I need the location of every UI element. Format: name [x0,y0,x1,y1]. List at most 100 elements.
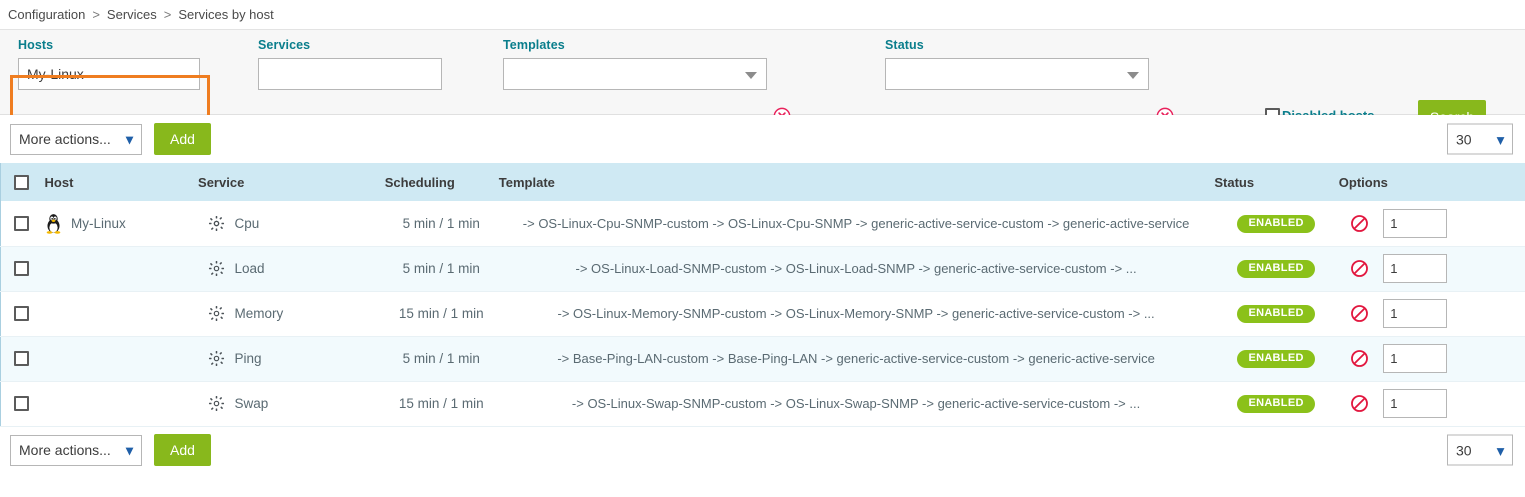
template-cell: -> OS-Linux-Load-SNMP-custom -> OS-Linux… [498,246,1214,292]
service-cell: Swap [197,381,385,427]
deny-disable-icon[interactable] [1350,214,1369,233]
page-size-value-top: 30 [1456,131,1472,147]
deny-disable-icon[interactable] [1350,394,1369,413]
more-actions-label-top: More actions... [19,131,111,147]
breadcrumb-separator: > [163,7,172,22]
page-size-select-top[interactable]: 30 ▾ [1447,123,1513,155]
row-checkbox[interactable] [14,396,29,412]
more-actions-label-bottom: More actions... [19,442,111,458]
table-row: Ping 5 min / 1 min -> Base-Ping-LAN-cust… [0,336,1525,382]
select-all-checkbox[interactable] [14,175,29,191]
row-select-cell [0,291,45,337]
hosts-input[interactable] [18,58,200,90]
add-button-bottom[interactable]: Add [154,434,211,466]
breadcrumb: Configuration > Services > Services by h… [0,0,1525,29]
breadcrumb-separator: > [92,7,100,22]
service-name[interactable]: Load [234,261,265,276]
deny-disable-icon[interactable] [1350,304,1369,323]
deny-disable-icon[interactable] [1350,259,1369,278]
host-cell [44,381,198,427]
template-chain: -> OS-Linux-Swap-SNMP-custom -> OS-Linux… [571,396,1141,411]
column-header-template[interactable]: Template [497,163,1214,201]
breadcrumb-item-services-by-host[interactable]: Services by host [178,7,274,22]
template-cell: -> OS-Linux-Cpu-SNMP-custom -> OS-Linux-… [498,201,1214,247]
service-name[interactable]: Cpu [234,215,260,231]
option-value-input[interactable] [1383,389,1448,418]
status-cell: ENABLED [1213,201,1339,247]
chevron-down-icon: ▾ [125,131,133,147]
column-header-options: Options [1337,163,1525,201]
host-cell [44,246,198,292]
scheduling-value: 5 min / 1 min [402,261,480,276]
gear-icon [208,215,224,231]
service-name[interactable]: Memory [234,306,284,321]
option-value-input[interactable] [1383,208,1448,238]
template-chain: -> OS-Linux-Memory-SNMP-custom -> OS-Lin… [557,306,1155,321]
row-checkbox[interactable] [14,306,29,322]
templates-select[interactable] [503,58,767,90]
scheduling-cell: 5 min / 1 min [384,336,499,382]
table-row: My-Linux [0,201,1525,247]
chevron-down-icon [745,72,757,79]
row-select-cell [0,336,45,382]
template-cell: -> OS-Linux-Swap-SNMP-custom -> OS-Linux… [498,381,1214,427]
services-input[interactable] [258,58,442,90]
more-actions-select-bottom[interactable]: More actions... ▾ [10,434,142,466]
status-select[interactable] [885,58,1149,90]
scheduling-cell: 15 min / 1 min [384,381,499,427]
table-row: Swap 15 min / 1 min -> OS-Linux-Swap-SNM… [0,381,1525,427]
option-value-input[interactable] [1383,299,1448,328]
options-cell [1338,291,1525,337]
service-cell: Memory [197,291,385,337]
gear-icon [208,350,224,367]
option-value-input[interactable] [1383,344,1448,373]
service-name[interactable]: Swap [234,396,269,411]
column-header-host[interactable]: Host [43,163,198,201]
more-actions-select-top[interactable]: More actions... ▾ [10,123,142,155]
options-cell [1338,201,1525,247]
filter-label-templates: Templates [503,38,565,52]
page-size-select-bottom[interactable]: 30 ▾ [1447,434,1513,466]
column-header-service[interactable]: Service [197,163,385,201]
table-header: Host Service Scheduling Template Status … [0,163,1525,201]
status-cell: ENABLED [1213,336,1339,382]
table-body: My-Linux [0,201,1525,427]
status-badge: ENABLED [1237,395,1315,413]
row-checkbox[interactable] [14,216,29,232]
filter-group-templates: Templates [503,38,767,90]
column-header-scheduling[interactable]: Scheduling [383,163,499,201]
column-header-status[interactable]: Status [1213,163,1339,201]
breadcrumb-item-services[interactable]: Services [106,7,157,22]
chevron-down-icon [1127,72,1139,79]
breadcrumb-item-configuration[interactable]: Configuration [8,7,86,22]
service-cell: Cpu [197,201,385,247]
filter-group-services: Services [258,38,442,90]
status-cell: ENABLED [1213,381,1339,427]
scheduling-value: 15 min / 1 min [398,396,484,411]
add-button-top[interactable]: Add [154,123,211,155]
status-cell: ENABLED [1213,246,1339,292]
filter-group-status: Status [885,38,1149,90]
filter-label-services: Services [258,38,311,52]
toolbar-bottom: More actions... ▾ Add 30 ▾ [0,426,1525,474]
option-value-input[interactable] [1383,254,1448,283]
host-name[interactable]: My-Linux [71,215,126,231]
service-cell: Load [197,246,385,292]
service-name[interactable]: Ping [234,351,262,366]
filter-bar: Hosts Services Templates Status [0,29,1525,147]
status-badge: ENABLED [1237,350,1315,368]
toolbar-top: More actions... ▾ Add 30 ▾ [0,115,1525,163]
services-table: Host Service Scheduling Template Status … [0,163,1525,427]
row-checkbox[interactable] [14,261,29,277]
chevron-down-icon: ▾ [1496,131,1504,147]
status-badge: ENABLED [1237,214,1315,233]
row-checkbox[interactable] [14,351,29,367]
row-select-cell [0,246,45,292]
row-select-cell [0,381,45,427]
options-cell [1338,381,1525,427]
scheduling-cell: 15 min / 1 min [384,291,499,337]
deny-disable-icon[interactable] [1350,349,1369,368]
options-cell [1338,336,1525,382]
template-chain: -> Base-Ping-LAN-custom -> Base-Ping-LAN… [557,351,1155,366]
